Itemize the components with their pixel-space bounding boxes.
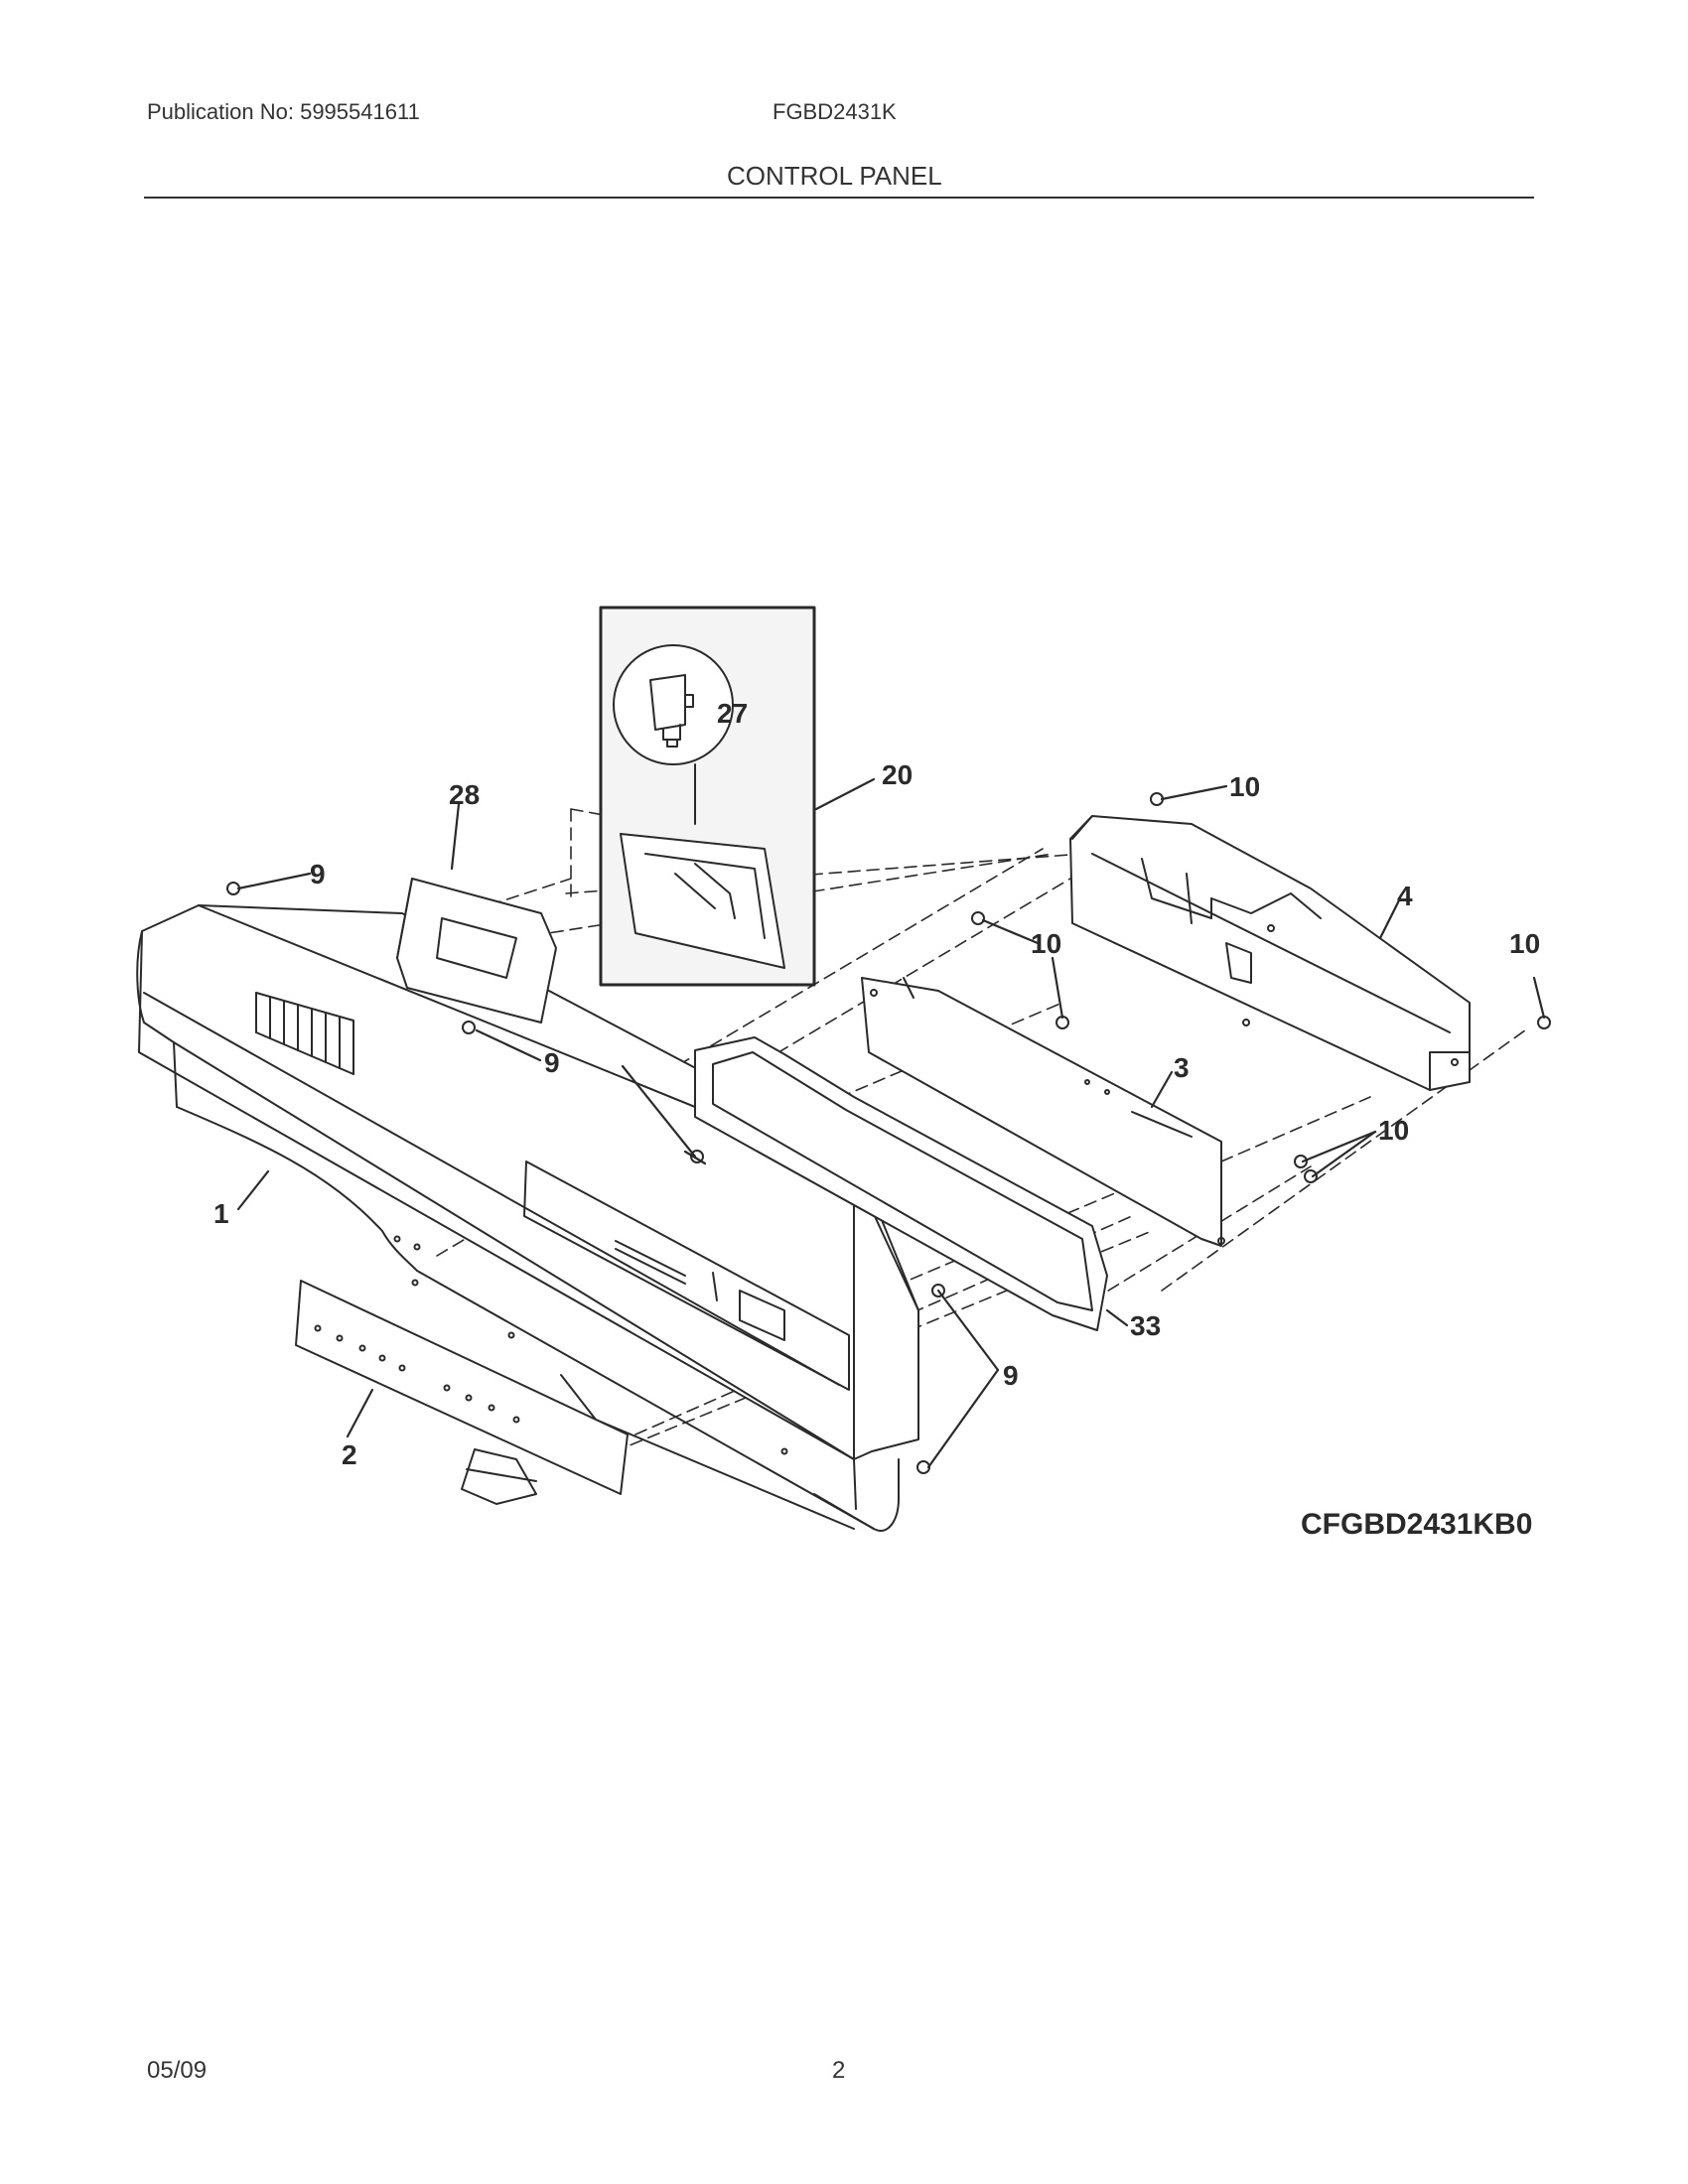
callout-part-33: 33 xyxy=(1130,1310,1161,1341)
callout-part-9-lower-right: 9 xyxy=(1003,1360,1019,1391)
part-20-inset-frame xyxy=(599,606,816,987)
publication-number: Publication No: 5995541611 xyxy=(147,99,420,124)
callout-part-2: 2 xyxy=(342,1439,357,1470)
callout-part-10-top: 10 xyxy=(1229,771,1260,802)
callout-part-3: 3 xyxy=(1174,1052,1190,1083)
part-2-face-plate xyxy=(295,1280,629,1505)
header-rule xyxy=(144,197,1534,199)
callout-part-9-upper-left: 9 xyxy=(310,859,326,889)
page-number: 2 xyxy=(832,2057,846,2084)
callout-part-28: 28 xyxy=(449,779,480,810)
callout-part-1: 1 xyxy=(213,1198,229,1229)
callout-part-9-middle: 9 xyxy=(544,1047,560,1078)
callout-part-27: 27 xyxy=(717,698,748,729)
callout-part-10-right: 10 xyxy=(1509,928,1540,959)
diagram-id: CFGBD2431KB0 xyxy=(1301,1508,1532,1541)
screws xyxy=(226,792,1551,1474)
part-33-gasket xyxy=(694,1036,1108,1331)
callout-part-4: 4 xyxy=(1397,881,1413,911)
part-28-handle xyxy=(396,878,557,1024)
model-number: FGBD2431K xyxy=(773,99,897,124)
callout-part-10-middle: 10 xyxy=(1031,928,1061,959)
callout-part-20: 20 xyxy=(882,759,913,790)
publication-date: 05/09 xyxy=(147,2057,208,2084)
part-4-rear-housing xyxy=(1069,815,1471,1091)
part-3-control-board xyxy=(861,977,1225,1247)
part-1-console xyxy=(136,904,919,1532)
section-title: CONTROL PANEL xyxy=(727,161,942,191)
leader-lines xyxy=(236,777,1546,1469)
callout-part-10-lower: 10 xyxy=(1378,1115,1409,1146)
